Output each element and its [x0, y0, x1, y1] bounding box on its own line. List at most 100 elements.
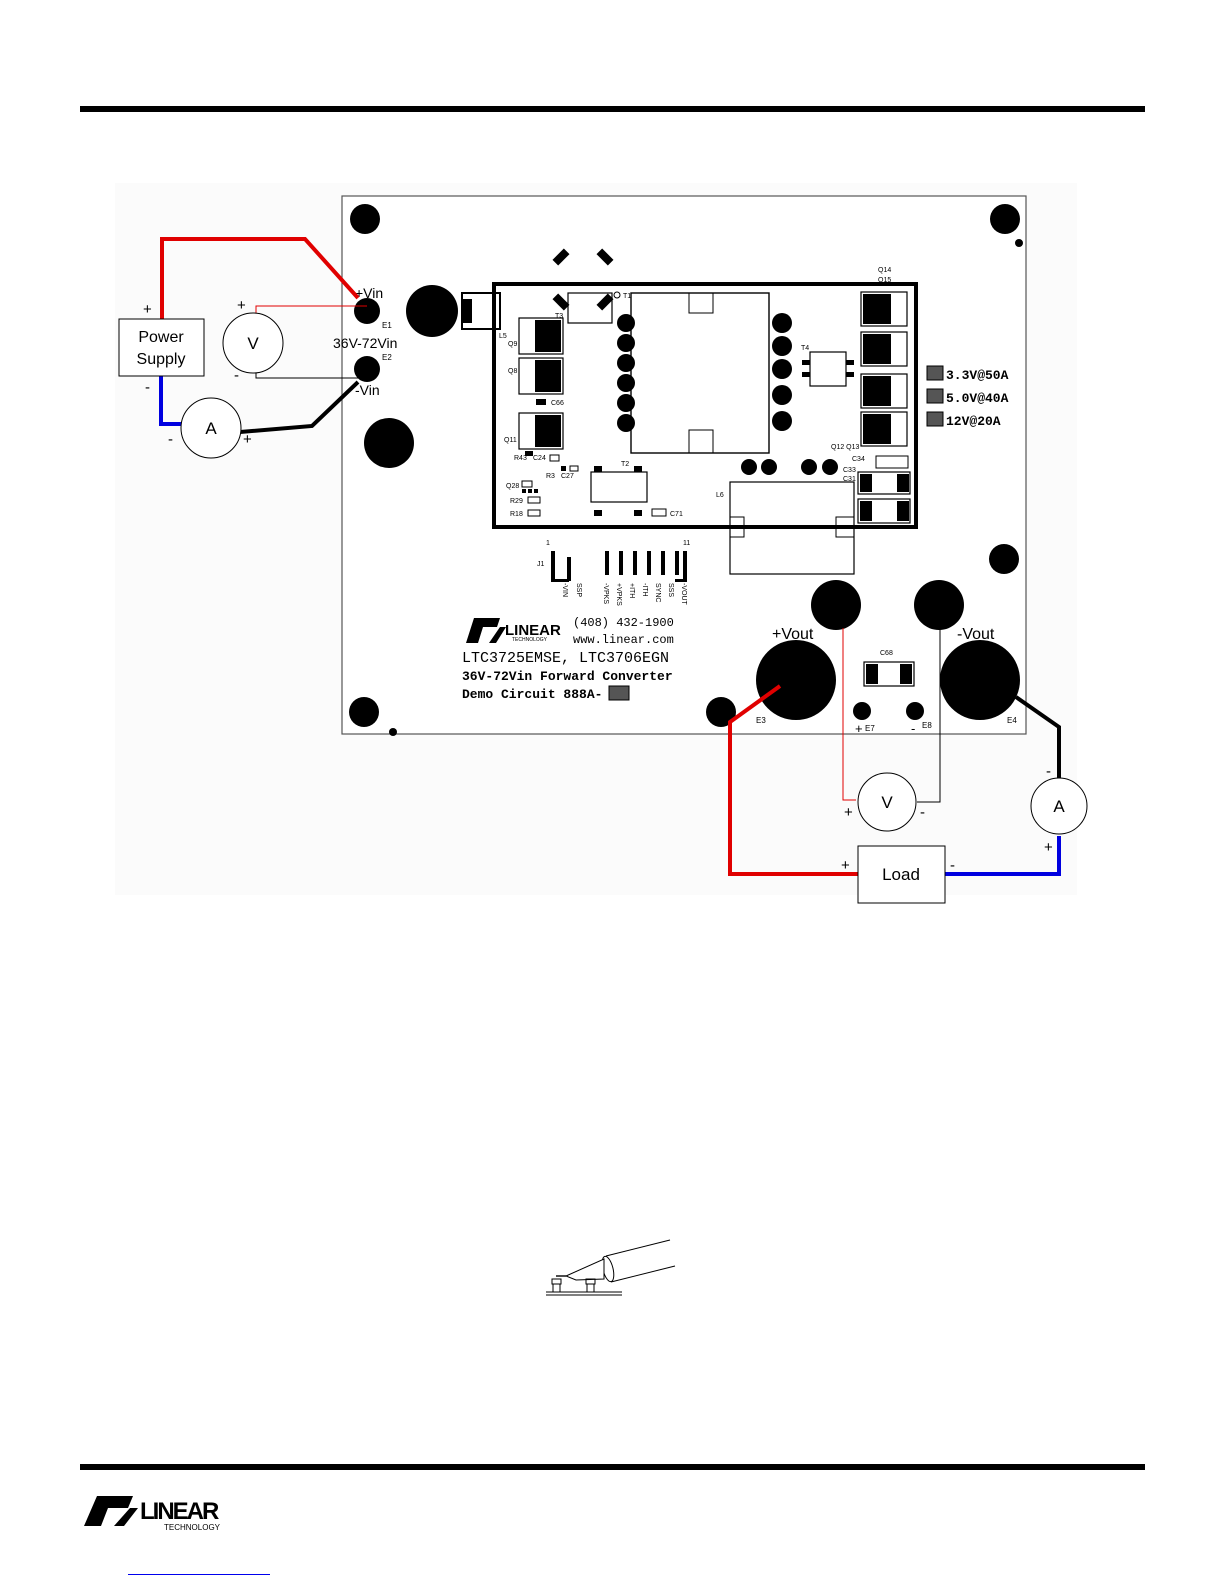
pad — [594, 510, 602, 516]
wire-supply-minus — [159, 376, 185, 426]
mosfet — [860, 373, 908, 409]
output-ammeter-label: A — [1053, 797, 1065, 816]
pin-bar — [619, 551, 623, 575]
pin — [617, 414, 635, 432]
c71-label: C71 — [670, 511, 683, 518]
e8-sign: - — [911, 721, 915, 736]
mounting-hole — [990, 204, 1020, 234]
t4-label: T4 — [801, 345, 809, 352]
input-voltmeter — [222, 312, 284, 374]
header-pin-label: SYNC — [654, 583, 661, 602]
right-mosfets — [860, 291, 908, 447]
t1-label: T1 — [623, 293, 631, 300]
option-checkbox — [926, 411, 944, 427]
pcb-outline — [341, 195, 1027, 735]
mosfet-pad — [863, 414, 891, 444]
r18-label: R18 — [510, 511, 523, 518]
pin — [772, 411, 792, 431]
option-label: 12V@20A — [946, 414, 1001, 429]
cap-c68 — [863, 661, 915, 687]
power-supply-minus: - — [145, 379, 150, 396]
top-rule — [80, 106, 1145, 112]
cap-pad — [860, 474, 872, 492]
pin — [617, 394, 635, 412]
option-label: 5.0V@40A — [946, 391, 1009, 406]
bottom-rule — [80, 1464, 1145, 1470]
pad — [802, 360, 810, 365]
t2-label: T2 — [621, 461, 629, 468]
board-logo: LINEAR TECHNOLOGY — [466, 618, 561, 643]
vout-plus-label: +Vout — [772, 626, 814, 643]
board-description: 36V-72Vin Forward Converter — [462, 669, 673, 684]
t3-label: T3 — [555, 313, 563, 320]
pad — [552, 293, 570, 311]
board-logo-text: LINEAR — [505, 622, 561, 639]
probe-tip — [564, 1258, 605, 1281]
output-wiring — [728, 628, 1061, 876]
terminal-e1[interactable] — [354, 298, 380, 324]
output-voltmeter-plus: + — [844, 804, 853, 821]
footer-logo-subtext: TECHNOLOGY — [164, 1523, 221, 1532]
wire-out-voltmeter-plus — [842, 628, 856, 801]
pad — [552, 248, 570, 266]
logo-mark — [466, 618, 500, 643]
c34-label: C34 — [852, 456, 865, 463]
cap-pad — [900, 664, 912, 684]
mounting-holes — [349, 204, 1023, 736]
pin-bar — [567, 557, 571, 581]
c33-label: C33 — [843, 467, 856, 474]
logo-mark — [489, 627, 506, 643]
input-voltmeter-label: V — [247, 334, 259, 353]
transistor — [521, 480, 533, 488]
pin — [534, 489, 538, 493]
input-voltmeter-plus: + — [237, 297, 246, 314]
e1-label: E1 — [382, 321, 392, 330]
board-website: www.linear.com — [573, 633, 674, 647]
pin — [772, 359, 792, 379]
terminal-e7[interactable] — [853, 702, 871, 720]
pin — [617, 354, 635, 372]
vin-minus-label: -Vin — [355, 382, 380, 398]
pin-bar — [675, 551, 679, 575]
e2-label: E2 — [382, 353, 392, 362]
terminal-e3[interactable] — [756, 640, 836, 720]
input-voltmeter-minus: - — [234, 367, 239, 384]
left-mosfets — [518, 317, 564, 450]
resistor-r29 — [527, 496, 541, 504]
resistor — [561, 466, 566, 471]
l5-label: L5 — [499, 333, 507, 340]
mosfet — [860, 291, 908, 327]
footer-logo: LINEAR TECHNOLOGY — [84, 1496, 221, 1532]
header-pin-label: -VPKS — [602, 583, 609, 604]
header-pin-label: +ITH — [628, 583, 635, 598]
output-ammeter-plus: + — [1044, 839, 1053, 856]
mounting-hole — [706, 697, 736, 727]
pin-bar — [633, 551, 637, 575]
c31-label: C31 — [843, 476, 856, 483]
load-plus: + — [841, 857, 850, 874]
mosfet-pad — [863, 294, 891, 324]
pin — [761, 459, 777, 475]
transformer-t2 — [590, 471, 648, 503]
pin — [772, 385, 792, 405]
input-ammeter-minus: - — [168, 431, 173, 448]
pin — [528, 489, 532, 493]
terminal-e8[interactable] — [906, 702, 924, 720]
e4-label: E4 — [1007, 716, 1017, 725]
terminal-e4[interactable] — [940, 640, 1020, 720]
pin — [617, 334, 635, 352]
j1-header — [551, 551, 687, 582]
l6-label: L6 — [716, 492, 724, 499]
cap-pad — [897, 474, 909, 492]
r43-label: R43 — [514, 455, 527, 462]
header-pin-label: SSS — [667, 583, 674, 597]
mosfet — [860, 331, 908, 367]
mosfet-pad — [535, 415, 561, 447]
fiducial — [1015, 239, 1023, 247]
power-supply-box — [118, 318, 205, 377]
pad — [596, 293, 614, 311]
q28-label: Q28 — [506, 483, 519, 490]
footer-link-underline[interactable] — [128, 1574, 270, 1575]
terminal-e2[interactable] — [354, 356, 380, 382]
mosfet-pad — [863, 376, 891, 406]
